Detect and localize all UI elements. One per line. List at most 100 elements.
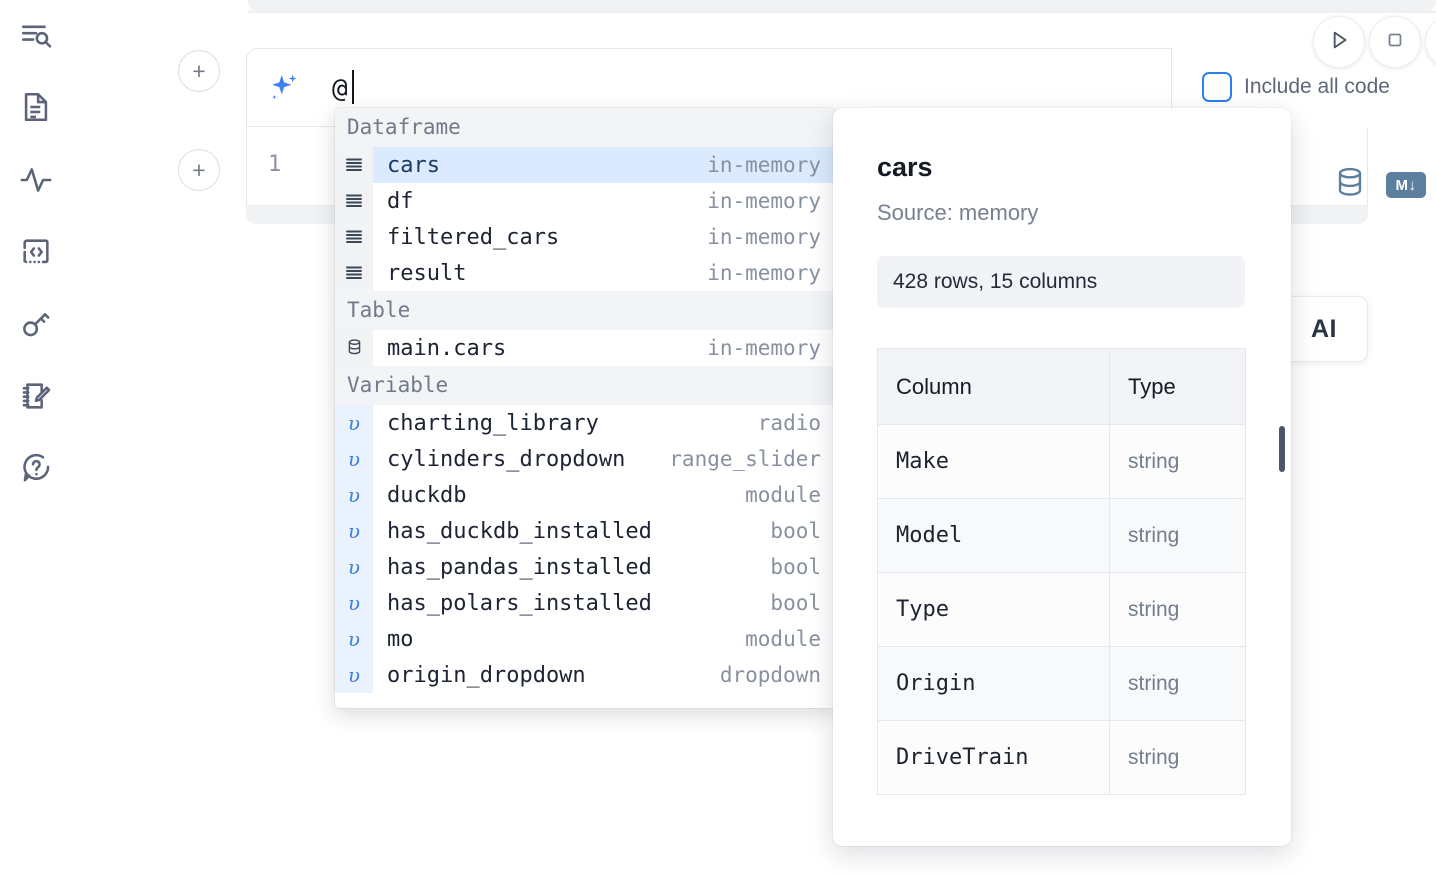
column-type-cell: string [1109,572,1246,647]
column-name-cell: Origin [877,646,1110,721]
include-all-code-checkbox[interactable] [1202,72,1232,102]
column-type-cell: string [1109,720,1246,795]
autocomplete-item-name: result [387,260,467,286]
doc-shape-badge: 428 rows, 15 columns [877,256,1245,308]
key-icon [19,307,53,341]
ai-action-chip[interactable]: AI [1280,296,1368,362]
database-icon[interactable] [1333,166,1367,207]
column-name-cell: DriveTrain [877,720,1110,795]
autocomplete-item[interactable]: result in-memory [335,255,835,291]
sidebar-item-secrets[interactable] [14,302,58,346]
markdown-badge[interactable]: M↓ [1386,172,1426,198]
autocomplete-item-meta: radio [757,411,821,435]
autocomplete-item-name: has_pandas_installed [387,554,652,580]
autocomplete-item[interactable]: df in-memory [335,183,835,219]
sidebar-item-notebook[interactable] [14,85,58,129]
autocomplete-item[interactable]: υ has_duckdb_installed bool [335,513,835,549]
variable-icon: υ [335,513,373,549]
autocomplete-item-meta: module [745,483,821,507]
code-brackets-icon [19,235,53,269]
dataframe-icon [335,219,373,255]
text-caret [352,70,354,104]
variable-icon: υ [335,405,373,441]
line-number: 1 [268,152,282,177]
autocomplete-item-name: cylinders_dropdown [387,446,626,472]
autocomplete-item-meta: dropdown [719,663,821,687]
add-cell-above-button[interactable]: + [178,50,220,92]
doc-source: Source: memory [877,200,1039,225]
autocomplete-item-name: df [387,188,414,214]
autocomplete-item-meta: module [745,627,821,651]
help-chat-icon [19,451,53,485]
include-all-code-toggle[interactable]: Include all code [1202,72,1390,102]
autocomplete-item-name: has_duckdb_installed [387,518,652,544]
activity-icon [19,163,53,197]
autocomplete-item-name: mo [387,626,414,652]
table-icon [335,330,373,366]
autocomplete-item-name: origin_dropdown [387,662,586,688]
more-actions-button[interactable] [1425,16,1436,68]
run-button[interactable] [1313,16,1365,68]
column-type-cell: string [1109,646,1246,721]
ai-sparkle-icon [264,70,302,108]
notepad-pencil-icon [19,379,53,413]
variable-icon: υ [335,621,373,657]
autocomplete-group-header: Dataframe [335,108,835,147]
variable-icon: υ [335,585,373,621]
autocomplete-item-name: duckdb [387,482,467,508]
square-stop-icon [1383,28,1407,57]
add-cell-below-button[interactable]: + [178,149,220,191]
outline-search-icon [19,19,53,53]
autocomplete-item-meta: bool [770,519,821,543]
autocomplete-item-meta: in-memory [707,261,821,285]
document-icon [19,90,53,124]
autocomplete-item[interactable]: υ has_pandas_installed bool [335,549,835,585]
variable-icon: υ [335,549,373,585]
autocomplete-item-name: has_polars_installed [387,590,652,616]
sidebar-item-activity[interactable] [14,158,58,202]
doc-title: cars [877,152,933,182]
dataframe-icon [335,183,373,219]
autocomplete-item-meta: in-memory [707,336,821,360]
include-all-code-label: Include all code [1244,75,1390,98]
sidebar-item-scratchpad[interactable] [14,374,58,418]
sidebar-item-snippets[interactable] [14,230,58,274]
dataframe-icon [335,255,373,291]
column-header: Column [877,348,1110,425]
sidebar-item-help[interactable] [14,446,58,490]
sidebar-rail [0,0,72,874]
plus-icon: + [192,57,206,84]
stop-button[interactable] [1369,16,1421,68]
autocomplete-item-meta: range_slider [669,447,821,471]
completion-doc-panel: cars Source: memory 428 rows, 15 columns… [833,108,1291,846]
ai-prompt-input[interactable]: @ [332,74,348,104]
sidebar-item-outline[interactable] [14,14,58,58]
autocomplete-item-name: cars [387,152,440,178]
column-name-cell: Model [877,498,1110,573]
autocomplete-item-meta: bool [770,591,821,615]
column-name-cell: Make [877,424,1110,499]
autocomplete-item-meta: bool [770,555,821,579]
autocomplete-item[interactable]: υ has_polars_installed bool [335,585,835,621]
autocomplete-item-meta: in-memory [707,189,821,213]
doc-panel-scrollbar[interactable] [1279,426,1285,472]
play-icon [1326,27,1352,58]
column-type-cell: string [1109,424,1246,499]
